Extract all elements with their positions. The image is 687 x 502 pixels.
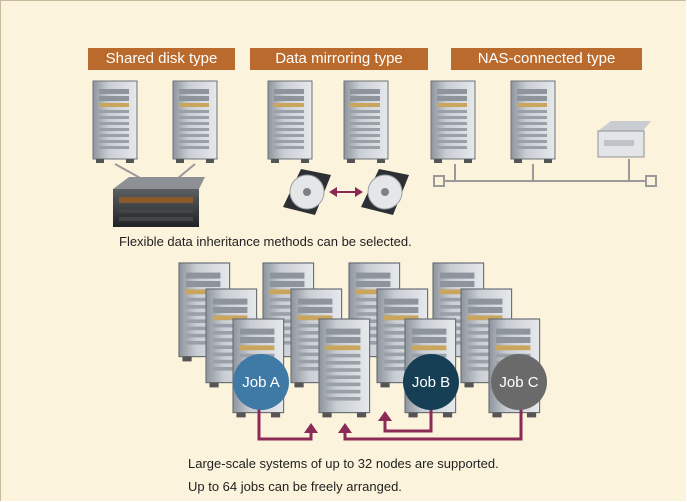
- nas-device: [597, 121, 651, 158]
- job-connectors: [257, 406, 523, 441]
- job-b: Job B: [403, 354, 459, 410]
- nas-network: [433, 159, 657, 187]
- hard-disk-left: [283, 169, 331, 215]
- connector-arrowheads: [304, 411, 392, 433]
- server-cluster: [178, 262, 541, 419]
- jobs-caption: Up to 64 jobs can be freely arranged.: [188, 479, 402, 494]
- shared-disk-type-label: Shared disk type: [88, 48, 235, 70]
- job-c: Job C: [491, 354, 547, 410]
- mirror-arrow: [329, 187, 363, 197]
- mirroring-servers: [267, 80, 389, 164]
- nas-servers: [430, 80, 556, 164]
- job-b-label: Job B: [412, 374, 450, 391]
- job-a: Job A: [233, 354, 289, 410]
- data-mirroring-type-label: Data mirroring type: [250, 48, 428, 70]
- job-a-label: Job A: [242, 374, 280, 391]
- nodes-caption: Large-scale systems of up to 32 nodes ar…: [188, 456, 499, 471]
- shared-disk-array: [113, 177, 205, 227]
- job-c-label: Job C: [499, 374, 538, 391]
- nas-connected-type-label: NAS-connected type: [451, 48, 642, 70]
- shared-disk-servers: [92, 80, 218, 185]
- inheritance-caption: Flexible data inheritance methods can be…: [119, 234, 412, 249]
- hard-disk-right: [361, 169, 409, 215]
